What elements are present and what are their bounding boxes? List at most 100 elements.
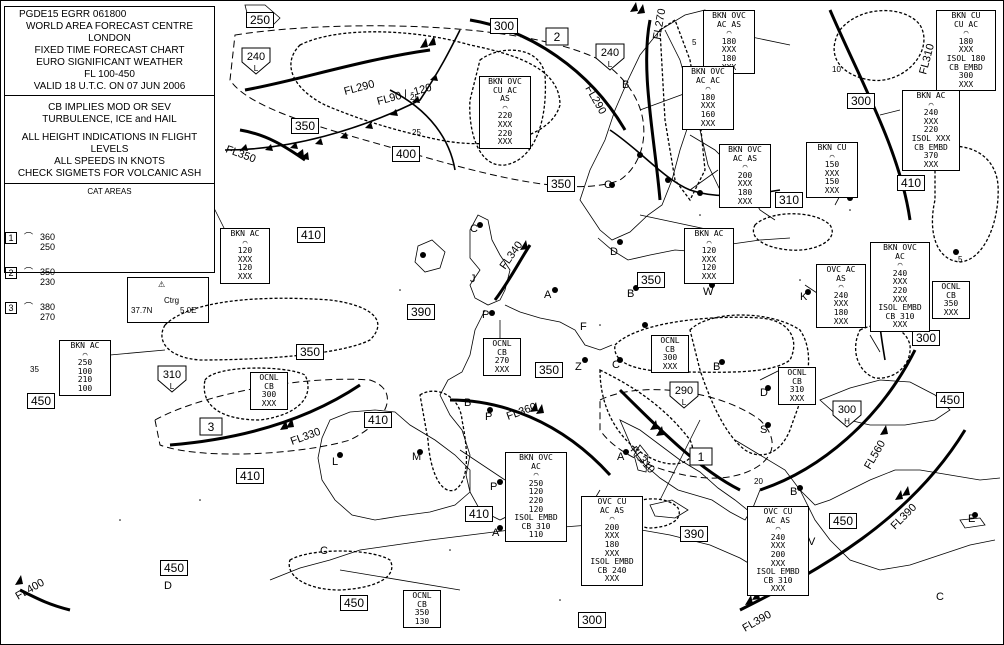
- trop-level-box: 350: [547, 176, 576, 192]
- trop-label: Ctrg: [164, 296, 180, 305]
- turbulence-icon: ⌒: [24, 232, 34, 242]
- place-letter: D: [164, 580, 172, 592]
- wind-label: 25: [410, 93, 419, 102]
- place-letter: V: [808, 536, 816, 548]
- trop-level-box: 300: [490, 18, 519, 34]
- cat-base: 230: [40, 277, 56, 287]
- trop-level-box: 300: [847, 93, 876, 109]
- legend-panel: PGDE15 EGRR 061800 WORLD AREA FORECAST C…: [4, 6, 215, 273]
- cat-base: 250: [40, 242, 56, 252]
- trop-level-box: 450: [340, 595, 369, 611]
- note-line: CB IMPLIES MOD OR SEV: [48, 102, 171, 113]
- jet-label: FL310: [917, 43, 937, 76]
- place-letter: P: [482, 309, 489, 321]
- center-level: 290: [675, 385, 693, 397]
- trop-level-box: 410: [236, 468, 265, 484]
- trop-lat: 37.7N: [131, 306, 153, 315]
- trop-level-box: 410: [897, 175, 926, 191]
- place-letter: B: [713, 361, 720, 373]
- cat-number: 2: [5, 267, 17, 279]
- cat-top: 360: [40, 232, 56, 242]
- place-letter: A: [617, 451, 625, 463]
- header-line: FIXED TIME FORECAST CHART: [34, 45, 185, 56]
- jet-label: FL330: [289, 426, 322, 448]
- cat-marker-1: 1: [698, 450, 705, 464]
- trop-level-box: 390: [407, 304, 436, 320]
- place-letter: Z: [575, 361, 582, 373]
- place-letter: D: [610, 246, 618, 258]
- center-type: L: [254, 64, 259, 73]
- place-letter: C: [612, 359, 620, 371]
- place-letter: D: [760, 387, 768, 399]
- wind-label: 10: [832, 65, 841, 74]
- header-line: WORLD AREA FORECAST CENTRE: [25, 21, 194, 32]
- center-type: H: [844, 417, 850, 426]
- trop-level-box: 450: [160, 560, 189, 576]
- trop-level-box: 350: [535, 362, 564, 378]
- jet-label: FL270: [651, 8, 668, 41]
- cat-top: 350: [40, 267, 56, 277]
- wind-label: 35: [30, 365, 39, 374]
- trop-level-box: 410: [364, 412, 393, 428]
- center-type: L: [682, 398, 687, 407]
- jet-label: FL340: [498, 239, 526, 271]
- cat-top: 380: [40, 302, 56, 312]
- place-letter: B: [790, 486, 797, 498]
- trop-level-box: 350: [291, 118, 320, 134]
- place-letter: C: [320, 545, 328, 557]
- trop-level-box: 250: [246, 12, 275, 28]
- jet-label: FL560: [862, 438, 888, 471]
- place-letter: S: [760, 424, 767, 436]
- trop-level-box: 400: [392, 146, 421, 162]
- wind-label: 5: [692, 38, 697, 47]
- trop-level-box: 390: [680, 526, 709, 542]
- center-type: L: [170, 382, 175, 391]
- note-line: ALL SPEEDS IN KNOTS: [54, 156, 165, 167]
- trop-lon: 5.0E: [180, 306, 197, 315]
- wind-label: 20: [754, 477, 763, 486]
- cloud-areas: [161, 9, 999, 591]
- center-level: 240: [247, 51, 265, 63]
- note-line: ALL HEIGHT INDICATIONS IN FLIGHT LEVELS: [21, 132, 198, 155]
- note-line: TURBULENCE, ICE and HAIL: [42, 114, 177, 125]
- place-letter: M: [412, 451, 421, 463]
- trop-level-box: 350: [637, 272, 666, 288]
- place-letter: P: [490, 481, 497, 493]
- tropopause-legend: ⚠ Ctrg 37.7N 5.0E: [127, 277, 209, 323]
- trop-level-box: 450: [829, 513, 858, 529]
- cat-marker-3: 3: [208, 420, 215, 434]
- place-letter: B: [627, 288, 634, 300]
- header-line: LONDON: [88, 33, 131, 44]
- place-letter: B: [622, 79, 629, 91]
- place-letter: J: [470, 273, 476, 285]
- wind-label: 25: [412, 128, 421, 137]
- cat-marker-2: 2: [554, 30, 561, 44]
- cat-number: 3: [5, 302, 17, 314]
- place-letter: A: [492, 527, 500, 539]
- trop-level-box: 310: [775, 192, 804, 208]
- product-id: PGDE15 EGRR 061800: [19, 9, 127, 20]
- place-letter: A: [544, 289, 552, 301]
- trop-level-box: 410: [297, 227, 326, 243]
- place-letter: K: [800, 291, 808, 303]
- center-type: L: [608, 60, 613, 69]
- notes-block: CB IMPLIES MOD OR SEV TURBULENCE, ICE an…: [5, 96, 214, 184]
- cat-number: 1: [5, 232, 17, 244]
